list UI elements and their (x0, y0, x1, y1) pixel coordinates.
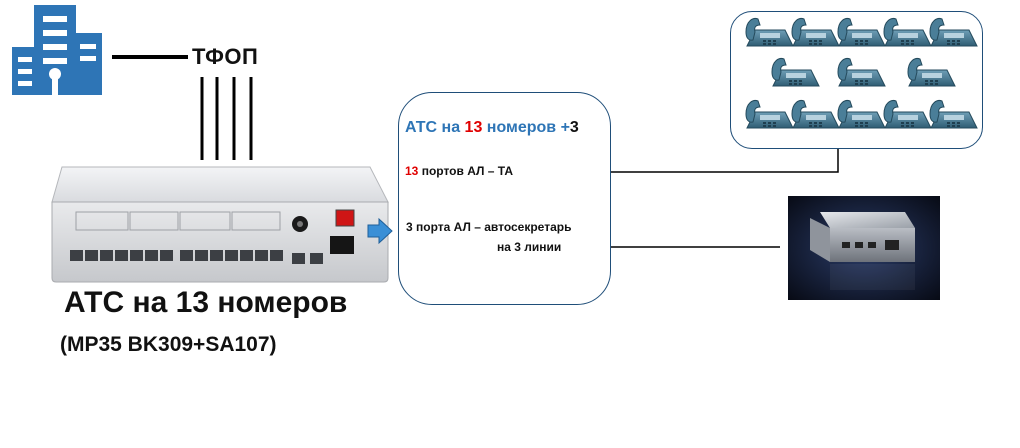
panel-line-ports-text: портов АЛ – ТА (418, 164, 514, 178)
desk-phone-icon (745, 18, 794, 47)
desk-phone-icon (929, 18, 978, 47)
desk-phone-icon (837, 58, 886, 87)
arrow-right-icon (367, 217, 393, 245)
device-model: (MP35 BK309+SA107) (60, 333, 277, 356)
desk-phone-icon (907, 58, 956, 87)
desk-phone-icon (837, 18, 886, 47)
pbx-device (51, 166, 389, 283)
panel-line-ports: 13 портов АЛ – ТА (405, 164, 513, 178)
trunk-lines (200, 77, 253, 160)
panel-title-number: 13 (464, 119, 483, 136)
desk-phone-icon (883, 18, 932, 47)
device-title: АТС на 13 номеров (64, 286, 348, 319)
desk-phone-icon (929, 100, 978, 129)
building-icon (12, 5, 102, 95)
desk-phone-icon (883, 100, 932, 129)
phones-canvas (745, 18, 978, 129)
panel-title-prefix: АТС на (405, 119, 465, 136)
desk-phone-icon (791, 18, 840, 47)
desk-phone-icon (837, 100, 886, 129)
panel-title-suffix: 3 (569, 119, 579, 136)
desk-phone-icon (771, 58, 820, 87)
phones-group (730, 11, 983, 149)
tfop-label: ТФОП (192, 44, 259, 69)
panel-line-lines: на 3 линии (497, 240, 562, 254)
panel-title-middle: номеров + (482, 119, 570, 136)
panel-line-ports-number: 13 (405, 164, 419, 178)
desk-phone-icon (791, 100, 840, 129)
desk-phone-icon (745, 100, 794, 129)
panel-title: АТС на 13 номеров +3 (405, 119, 579, 137)
pbx-info-panel (398, 92, 611, 305)
panel-line-autoattendant: 3 порта АЛ – автосекретарь (406, 220, 572, 234)
voicemail-box (788, 196, 940, 300)
